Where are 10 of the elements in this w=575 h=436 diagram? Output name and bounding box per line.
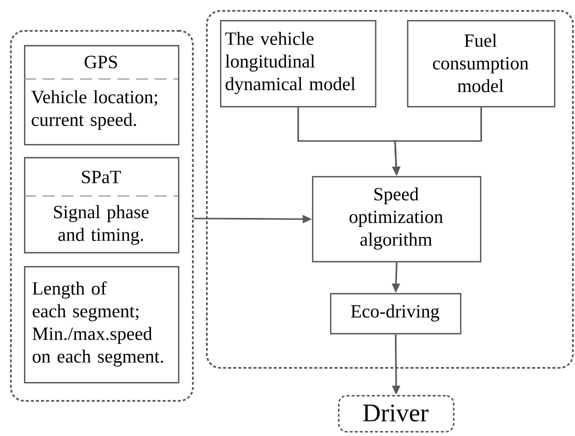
process-box: The vehicle longitudinal dynamical model <box>220 20 376 108</box>
process-box: Fuel consumption model <box>407 20 556 108</box>
process-box: GPS Vehicle location; current speed. <box>24 45 180 146</box>
dashed-group <box>206 10 574 369</box>
process-box: Eco-driving <box>330 293 462 334</box>
terminal-box: Driver <box>338 395 454 432</box>
process-box: SPaT Signal phase and timing. <box>24 157 180 254</box>
process-box: Length of each segment; Min./max.speed on each segment. <box>24 266 180 384</box>
process-box: Speed optimization algorithm <box>312 176 482 262</box>
dashed-group <box>10 30 194 402</box>
